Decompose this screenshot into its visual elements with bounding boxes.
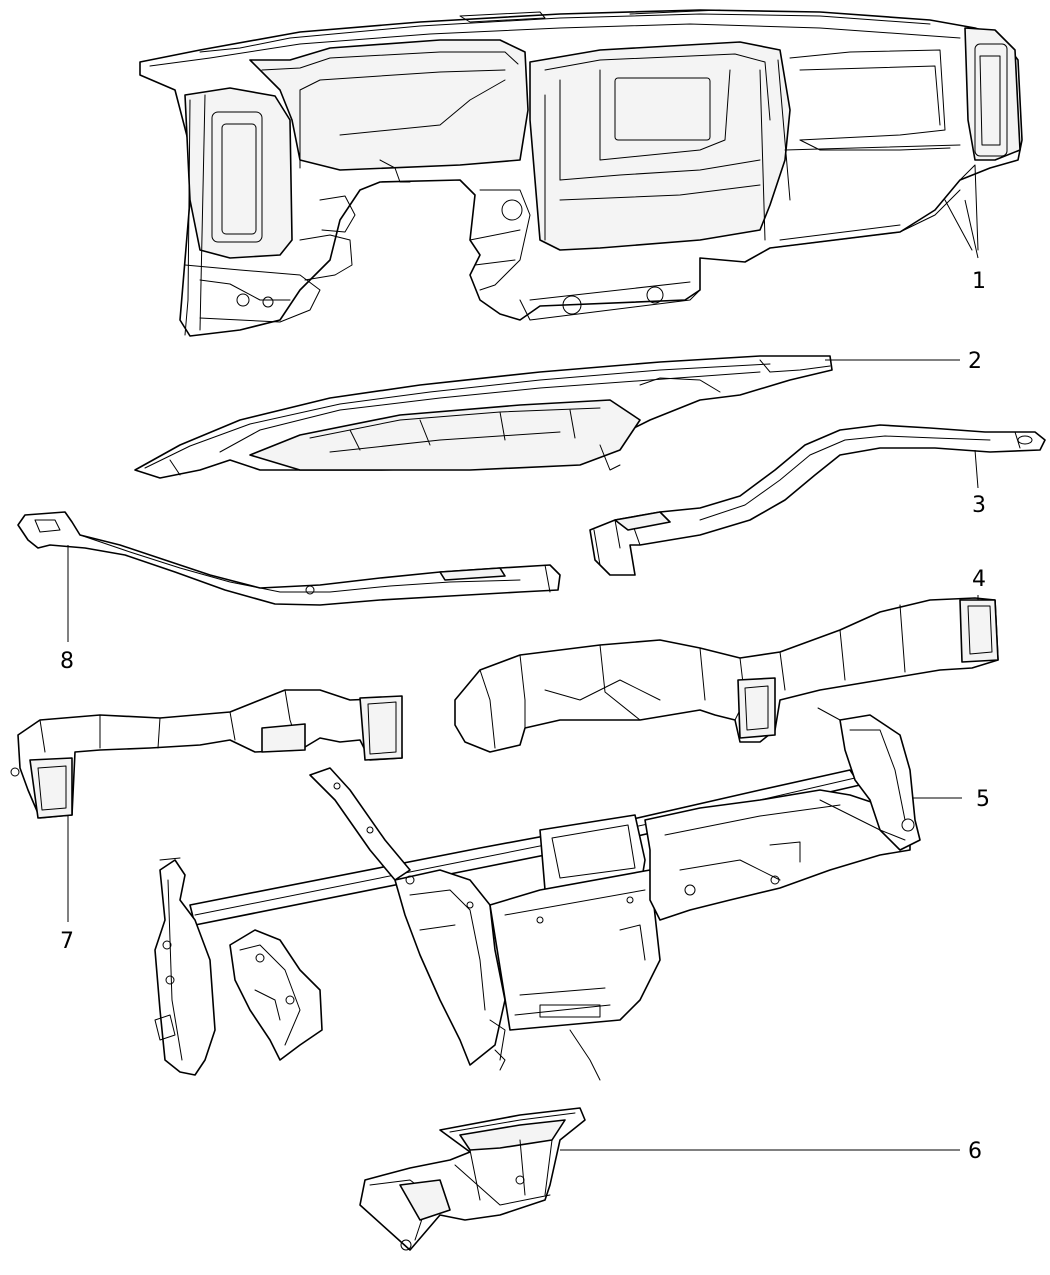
part-8-left-duct	[17, 511, 561, 606]
callout-6: 6	[968, 1139, 982, 1164]
callout-4: 4	[972, 567, 986, 592]
leader-1	[964, 199, 979, 259]
part-4-passenger-duct	[454, 597, 999, 753]
callout-5: 5	[976, 787, 990, 812]
part-6-floor-duct	[359, 1107, 586, 1251]
callout-2: 2	[968, 349, 982, 374]
part-5-cross-car-beam	[154, 707, 921, 1081]
callout-8: 8	[60, 649, 74, 674]
callout-7: 7	[60, 929, 74, 954]
callout-1: 1	[972, 269, 986, 294]
part-7-driver-duct	[10, 689, 403, 819]
callout-3: 3	[972, 493, 986, 518]
part-3-right-duct	[589, 424, 1046, 576]
part-2-defroster-panel	[134, 355, 833, 479]
part-1-instrument-panel	[139, 9, 1023, 337]
leader-3	[974, 449, 979, 489]
